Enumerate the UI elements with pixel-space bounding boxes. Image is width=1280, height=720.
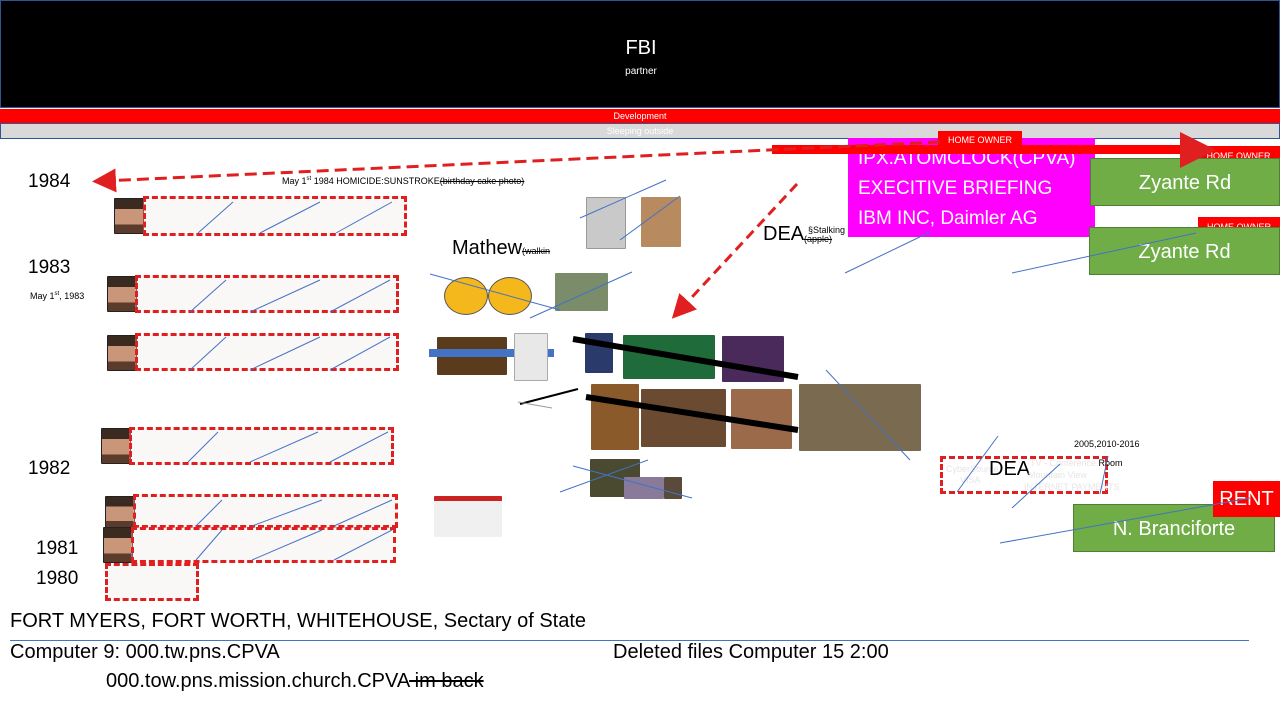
header-subtitle: partner: [625, 66, 657, 77]
zyante-rd-box-2: Zyante Rd: [1089, 227, 1280, 275]
year-1980: 1980: [36, 568, 79, 589]
conference-room-text: Room: [1098, 458, 1123, 468]
yellow-circle-icon: [488, 277, 532, 315]
ewok-photo-icon: [641, 389, 726, 447]
deleted-files-line: Deleted files Computer 15 2:00: [613, 641, 889, 663]
photo-row-frame: [135, 275, 399, 313]
photo-row-frame: [131, 527, 396, 563]
computer9-line: Computer 9: 000.tw.pns.CPVA: [10, 641, 280, 663]
dea-stalking: §Stalking: [808, 225, 846, 235]
child-portrait-icon: [105, 496, 135, 530]
mathew-text: Mathew: [452, 237, 523, 259]
photo-row-frame: [135, 333, 399, 371]
conference-prefix: TV - Conference: [1030, 458, 1099, 468]
child-portrait-icon: [107, 276, 137, 312]
may-1983-note: May 1st, 1983: [30, 291, 84, 301]
may-1983-sup: st: [54, 291, 60, 297]
may-1984-tail: 1984 HOMICIDE:SUNSTROKE: [311, 176, 440, 186]
ewoks-logo-icon: [623, 335, 715, 379]
figure-photo-icon: [586, 197, 626, 249]
yellow-circle-icon: [444, 277, 488, 315]
child-portrait-icon: [101, 428, 131, 464]
may-1984-strike: (birthday cake photo): [439, 176, 525, 186]
dea-top-label: DEA: [763, 223, 804, 246]
webpage-thumbnail-icon: [434, 496, 502, 537]
header-title: FBI: [625, 37, 657, 59]
zyante-rd-box-1: Zyante Rd: [1090, 158, 1280, 206]
home-owner-tag-1: HOME OWNER: [938, 131, 1022, 149]
dea-apple-text: (apple): [804, 234, 833, 244]
mountain-view: Mountain View: [1028, 470, 1087, 480]
child-portrait-icon: [107, 335, 137, 371]
may-1984-text: May 1: [282, 176, 307, 186]
magenta-line-2: EXECITIVE BRIEFING: [858, 178, 1053, 199]
may-1983-tail: , 1983: [59, 291, 85, 301]
conference-room: TV - Conference Room: [1030, 458, 1123, 468]
may-1983-text: May 1: [30, 291, 55, 301]
red-arrow-bar: [772, 145, 1197, 154]
ewok-photo-icon: [731, 389, 792, 449]
figure-photo-icon: [641, 197, 681, 247]
church-strike: im back: [409, 670, 484, 692]
year-1982: 1982: [28, 458, 71, 479]
ewok-photo-icon: [624, 477, 664, 499]
rent-tag: RENT: [1213, 481, 1280, 517]
photo-row-frame: [133, 494, 398, 528]
photo-row-frame-1980: [105, 563, 199, 601]
ewok-photo-icon: [799, 384, 921, 451]
ewok-photo-icon: [591, 384, 639, 450]
photo-row-frame: [129, 427, 394, 465]
year-1981: 1981: [36, 538, 79, 559]
ewok-photo-icon: [585, 333, 613, 373]
ewok-photo-icon: [722, 336, 784, 382]
dashed-arrow-down: [671, 182, 799, 319]
year-1984: 1984: [28, 171, 71, 192]
church-text: 000.tow.pns.mission.church.CPVA: [106, 670, 410, 692]
ewok-photo-icon: [664, 477, 682, 499]
cities-line: FORT MYERS, FORT WORTH, WHITEHOUSE, Sect…: [10, 610, 587, 632]
dea-top-text: DEA: [763, 223, 805, 245]
year-1983: 1983: [28, 257, 71, 278]
child-portrait-icon: [103, 527, 133, 563]
magenta-line-3: IBM INC, Daimler AG: [858, 208, 1038, 229]
blue-bar: [429, 349, 554, 357]
may-1984-note: May 1st 1984 HOMICIDE:SUNSTROKE(birthday…: [282, 176, 524, 186]
mathew-strike: (walkin: [522, 246, 551, 256]
dea-apple: (apple): [804, 234, 832, 244]
church-line: 000.tow.pns.mission.church.CPVA im back: [106, 670, 484, 693]
bottom-divider: [10, 640, 1249, 641]
visa-faint: VISA: [960, 475, 981, 485]
dates-2005-2016: 2005,2010-2016: [1074, 439, 1140, 449]
package-photo-icon: [514, 333, 548, 381]
development-bar: Development: [0, 109, 1280, 123]
sleeping-outside-bar: Sleeping outside: [0, 123, 1280, 139]
internet-payments: INTERNET PAYMENTS: [1024, 482, 1120, 492]
mathew-label: Mathew(walkin: [452, 237, 550, 260]
header-banner: FBI partner: [0, 0, 1280, 108]
photo-row-frame: [143, 196, 407, 236]
child-portrait-icon: [114, 198, 144, 234]
dea-right-label: DEA: [989, 458, 1031, 480]
house-photo-icon: [555, 273, 608, 311]
